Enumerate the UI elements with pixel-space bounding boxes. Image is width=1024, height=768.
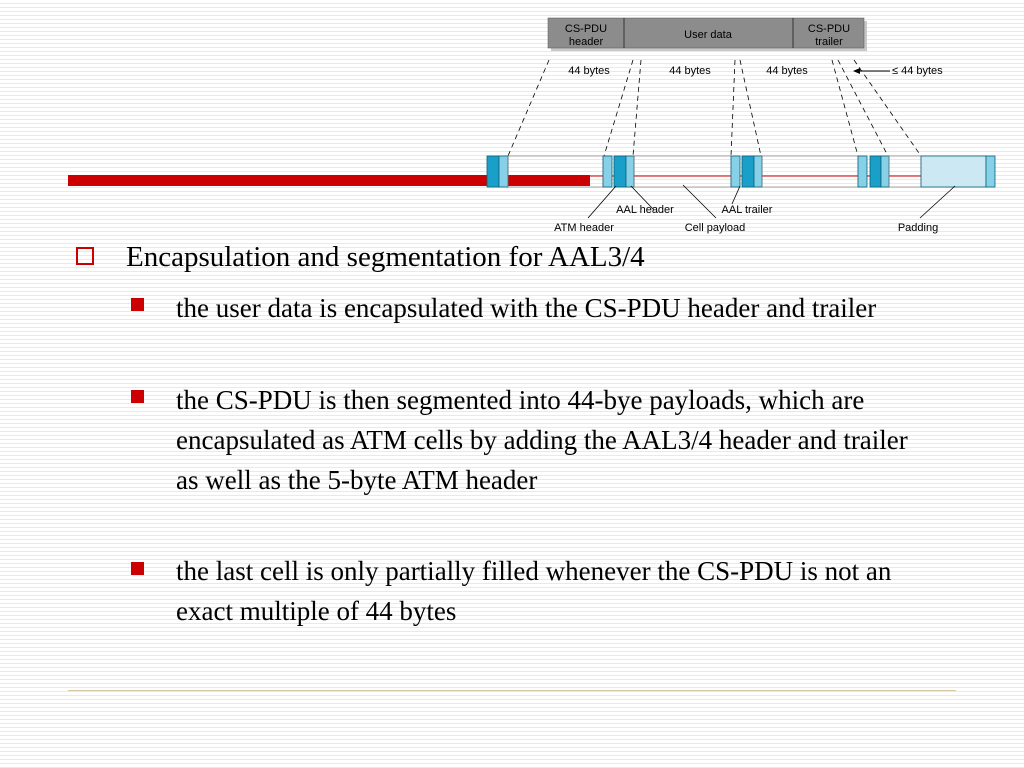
filled-square-bullet-icon: [131, 390, 144, 403]
filled-square-bullet-icon: [131, 298, 144, 311]
last-segment-arrow: [853, 68, 890, 74]
cs-pdu-box: [547, 17, 865, 49]
sub-bullet-1: the user data is encapsulated with the C…: [176, 293, 877, 323]
cs-pdu-trailer-label-line1: CS-PDU: [808, 23, 850, 35]
filled-square-bullet-icon: [131, 562, 144, 575]
red-accent-bar: [68, 175, 590, 186]
cell-payload-label: Cell payload: [685, 222, 746, 234]
sub-bullet-2: the CS-PDU is then segmented into 44-bye…: [176, 385, 908, 495]
atm-cells: [486, 155, 996, 188]
user-data-label: User data: [684, 29, 733, 41]
segment-size-3: 44 bytes: [766, 65, 808, 77]
cs-pdu-header-label-line1: CS-PDU: [565, 23, 607, 35]
aal-header-label: AAL header: [616, 204, 674, 216]
segment-size-1: 44 bytes: [568, 65, 610, 77]
cell3-aal-trailer: [857, 155, 868, 188]
segment-mapping-lines: [507, 59, 922, 157]
atm-header-label: ATM header: [554, 222, 614, 234]
cs-pdu-trailer-label-line2: trailer: [815, 36, 843, 48]
label-pointers: [587, 184, 956, 219]
footer-divider: [68, 690, 956, 691]
hollow-square-bullet-icon: [76, 247, 94, 265]
padding-label: Padding: [898, 222, 938, 234]
cs-pdu-header-label-line2: header: [569, 36, 604, 48]
cell4-aal-trailer: [985, 155, 996, 188]
segment-size-last: ≤ 44 bytes: [892, 65, 943, 77]
cell2-aal-trailer: [730, 155, 741, 188]
cell4-padding: [920, 155, 987, 188]
main-bullet: Encapsulation and segmentation for AAL3/…: [126, 241, 645, 273]
cell1-aal-trailer: [602, 155, 613, 188]
sub-bullet-3: the last cell is only partially filled w…: [176, 556, 892, 626]
aal34-segmentation-diagram: CS-PDU header User data CS-PDU trailer 4…: [68, 17, 996, 234]
segment-size-2: 44 bytes: [669, 65, 711, 77]
cs-pdu: CS-PDU header User data CS-PDU trailer: [547, 17, 867, 51]
aal-trailer-label: AAL trailer: [722, 204, 773, 216]
